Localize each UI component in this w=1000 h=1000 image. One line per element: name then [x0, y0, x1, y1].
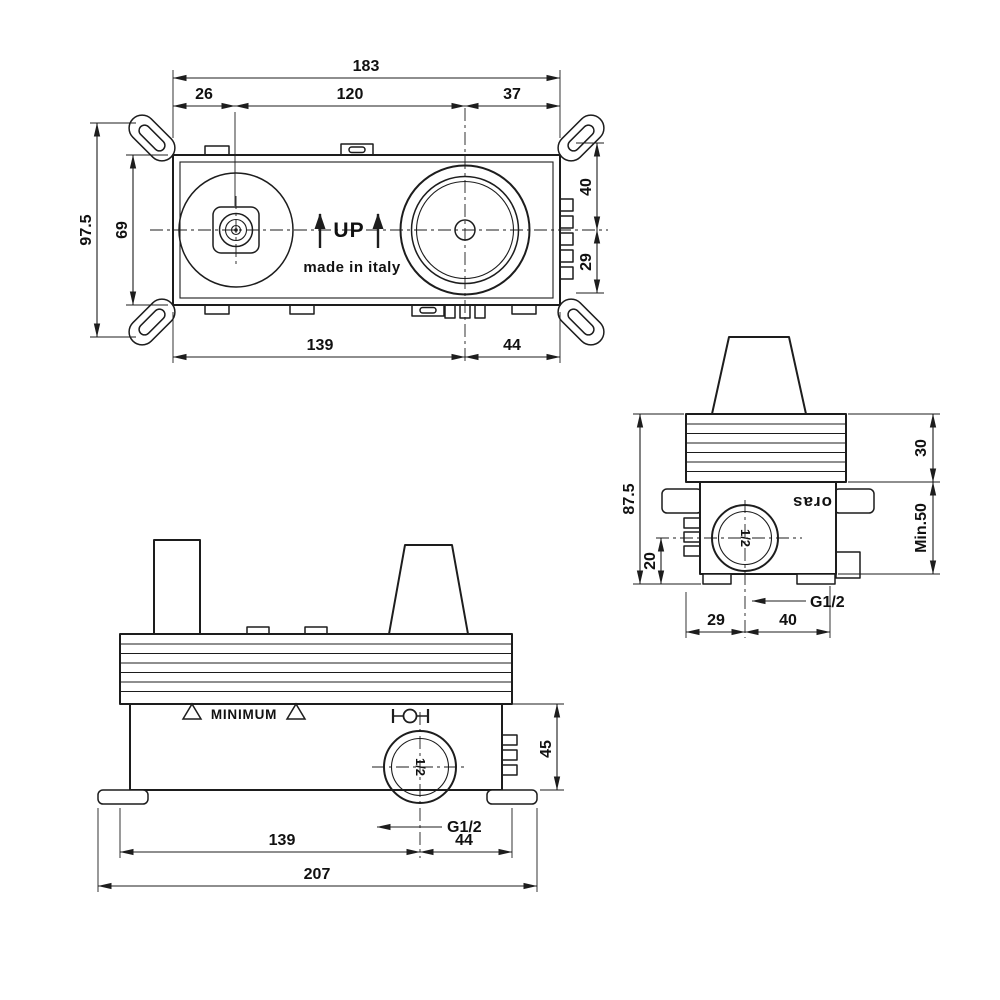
dim-width-chain: 26 120 37 — [172, 86, 561, 206]
spout-cone-bottom — [388, 544, 469, 635]
side-ribs-right — [557, 198, 574, 280]
minimum-label: MINIMUM — [211, 707, 277, 722]
mounting-tab-bottom-right — [557, 298, 605, 346]
riser-tower — [153, 539, 201, 636]
ear-right-side — [833, 488, 875, 514]
dim-label-width-left: 26 — [195, 86, 213, 103]
foot-right — [486, 789, 538, 805]
dim-width-total-long: 207 — [97, 808, 538, 892]
dim-label-width-center: 120 — [337, 86, 364, 103]
mounting-tab-bottom-left — [128, 298, 176, 346]
bottom-view: MINIMUM 1/2 45 G1/2 1 — [97, 539, 564, 892]
triangle-marker-right — [285, 702, 307, 720]
dim-label-bottom-right-front: 44 — [503, 337, 521, 354]
dim-label-plate-height: 30 — [913, 439, 930, 457]
dim-outlet-offset: 20 — [642, 537, 670, 585]
thread-label-bottom: G1/2 — [447, 819, 482, 836]
brand-label: oras — [792, 493, 832, 512]
hot-cold-icon — [391, 708, 430, 724]
thread-callout-bottom: G1/2 — [376, 819, 482, 836]
dim-label-long-bottom-right: 44 — [455, 832, 473, 849]
dim-height-body: 69 — [114, 154, 168, 306]
dim-body-height-bottom: 45 — [506, 703, 564, 791]
plate-lamination-side — [686, 423, 846, 472]
mounting-tab-top-right — [557, 114, 605, 162]
up-arrows — [314, 213, 384, 248]
dim-label-long-width-total: 207 — [304, 866, 331, 883]
dim-label-outlet-offset: 20 — [642, 552, 659, 570]
dim-right-upper: 40 — [576, 142, 604, 231]
foot-right-side — [796, 573, 836, 585]
dim-bottom-chain-long: 139 44 — [119, 808, 513, 858]
dim-width-total: 183 — [172, 58, 561, 138]
dim-label-body-height-bottom: 45 — [538, 740, 555, 758]
foot-left — [97, 789, 149, 805]
thread-label-side: G1/2 — [810, 594, 845, 611]
ear-left-side — [661, 488, 703, 514]
dim-right-lower: 29 — [576, 229, 604, 294]
side-view: 1/2 oras 87.5 30 Min.50 20 — [621, 336, 940, 638]
plate-lamination-long — [120, 643, 512, 692]
thread-callout-side: G1/2 — [751, 594, 845, 611]
side-ribs-left — [683, 517, 702, 557]
side-ribs-long — [501, 734, 518, 776]
plaster-plate-side — [685, 413, 847, 483]
dim-label-right-lower: 29 — [578, 253, 595, 271]
center-lines-bottom — [372, 712, 468, 858]
dim-side-height-total: 87.5 — [621, 413, 701, 585]
plaster-plate-long — [119, 633, 513, 705]
dim-label-width-total: 183 — [353, 58, 380, 75]
dim-label-long-bottom-left: 139 — [269, 832, 296, 849]
mounting-tab-top-left — [128, 114, 176, 162]
made-in-italy-label: made in italy — [303, 259, 401, 276]
dim-label-right-upper: 40 — [578, 178, 595, 196]
dim-label-side-height-total: 87.5 — [621, 483, 638, 514]
dim-label-height-total: 97.5 — [78, 214, 95, 245]
dim-plate-height: 30 — [848, 413, 940, 483]
spout-cone-side — [711, 336, 807, 415]
dim-label-side-bottom-right: 40 — [779, 612, 797, 629]
dim-bottom-chain-front: 139 44 — [172, 312, 561, 363]
triangle-marker-left — [181, 702, 203, 720]
dim-label-depth-min: Min.50 — [913, 503, 930, 553]
front-view: UP made in italy 183 26 120 37 97.5 — [78, 58, 608, 363]
dim-label-bottom-left-front: 139 — [307, 337, 334, 354]
dim-depth-min: Min.50 — [838, 481, 940, 575]
dim-label-height-body: 69 — [114, 221, 131, 239]
dim-label-width-right: 37 — [503, 86, 521, 103]
center-lines-side — [656, 500, 802, 638]
up-label: UP — [333, 219, 364, 242]
dim-side-bottom-chain: 29 40 — [685, 586, 831, 638]
dim-label-side-bottom-left: 29 — [707, 612, 725, 629]
dim-height-total: 97.5 — [78, 122, 136, 338]
foot-left-side — [702, 573, 732, 585]
body-side — [699, 481, 837, 575]
